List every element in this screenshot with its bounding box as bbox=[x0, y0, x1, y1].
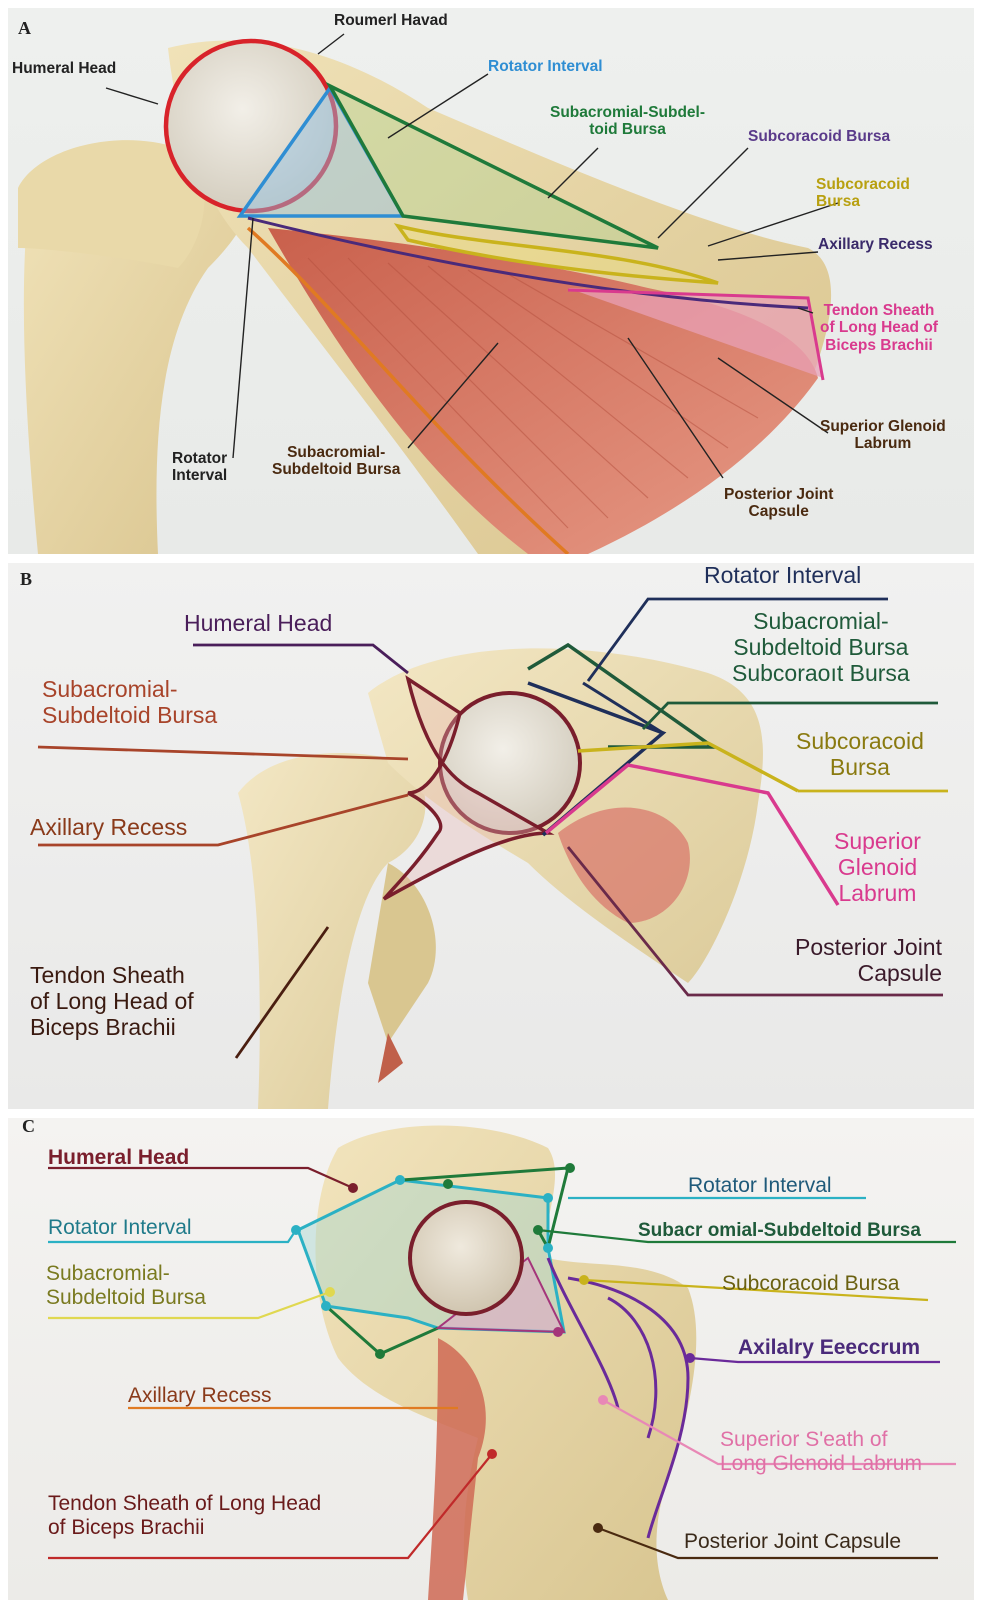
label-line: Biceps Brachii bbox=[820, 337, 938, 354]
label-subacromial-left: Subacromial- Subdeltoid Bursa bbox=[46, 1262, 206, 1309]
label-subacromial-low: Subacromial- Subdeltoid Bursa bbox=[272, 444, 400, 479]
label-line: of Biceps Brachii bbox=[48, 1516, 321, 1540]
label-top: Roumerl Havad bbox=[334, 12, 448, 29]
label-subacromial-right: Subacr omial-Subdeltoid Bursa bbox=[638, 1220, 921, 1241]
label-line: Tendon Sheath bbox=[820, 302, 938, 319]
label-axillary-recess: Axillary Recess bbox=[30, 815, 187, 841]
label-line: Subacromial- bbox=[732, 609, 910, 635]
label-tendon-sheath: Tendon Sheath of Long Head of Biceps Bra… bbox=[48, 1492, 321, 1539]
label-line: Subdeltoid Bursa bbox=[732, 635, 910, 661]
label-superior-glenoid: Superior Glenoid Labrum bbox=[834, 829, 921, 906]
label-line: Posterior Joint bbox=[724, 486, 833, 503]
panel-letter: B bbox=[20, 569, 32, 590]
panel-b: B Rotator Interval Humeral Head Subacrom… bbox=[8, 563, 974, 1109]
label-axilalry: Axilalry Eeeccrum bbox=[738, 1336, 920, 1360]
label-subcoracoid: Subcoracoid Bursa bbox=[796, 729, 924, 781]
label-humeral-head: Humeral Head bbox=[12, 60, 116, 77]
label-posterior-capsule: Posterior Joint Capsule bbox=[724, 486, 833, 521]
label-subcoracoid: Subcoracoid Bursa bbox=[722, 1272, 899, 1296]
panel-c: C Humeral Head Rotator Interval Rotator … bbox=[8, 1118, 974, 1600]
label-line: Subacromial- bbox=[46, 1262, 206, 1286]
label-line: Labrum bbox=[820, 435, 946, 452]
label-rotator-interval: Rotator Interval bbox=[488, 58, 603, 75]
label-subcoracoid-purple: Subcoracoid Bursa bbox=[748, 128, 890, 145]
label-line: Posterior Joint bbox=[766, 935, 942, 961]
label-line: Tendon Sheath bbox=[30, 963, 194, 989]
label-tendon-sheath: Tendon Sheath of Long Head of Biceps Bra… bbox=[30, 963, 194, 1040]
label-humeral-head: Humeral Head bbox=[48, 1146, 189, 1170]
label-line: Subacromial- bbox=[272, 444, 400, 461]
label-line: Subacromial-Subdel- bbox=[550, 104, 705, 121]
label-line: Labrum bbox=[834, 881, 921, 907]
label-humeral-head: Humeral Head bbox=[184, 611, 332, 637]
label-subacromial-left: Subacromial- Subdeltoid Bursa bbox=[42, 677, 217, 729]
label-line: Subacromial- bbox=[42, 677, 217, 703]
label-rotator-interval-right: Rotator Interval bbox=[688, 1174, 832, 1198]
label-line: Subcoraoıt Bursa bbox=[732, 661, 910, 687]
panel-a: A Roumerl Havad Humeral Head Rotator Int… bbox=[8, 8, 974, 554]
label-line: Tendon Sheath of Long Head bbox=[48, 1492, 321, 1516]
label-rotator-interval: Rotator Interval bbox=[704, 563, 861, 589]
label-superior-sheath: Superior S'eath of Long Glenoid Labrum bbox=[720, 1428, 922, 1475]
panel-letter: C bbox=[22, 1118, 35, 1137]
label-rotator-interval-left: Rotator Interval bbox=[48, 1216, 192, 1240]
label-line: Rotator bbox=[172, 450, 227, 467]
label-posterior-capsule: Posterior Joint Capsule bbox=[684, 1530, 901, 1554]
label-line: Subcoracoid bbox=[796, 729, 924, 755]
panel-letter: A bbox=[18, 18, 31, 39]
label-line: of Long Head of bbox=[30, 989, 194, 1015]
label-line: Superior S'eath of bbox=[720, 1428, 922, 1452]
label-line: Subdeltoid Bursa bbox=[42, 703, 217, 729]
label-posterior-capsule: Posterior Joint Capsule bbox=[766, 935, 942, 987]
label-line: Subcoracoid bbox=[816, 176, 910, 193]
label-line: of Long Head of bbox=[820, 319, 938, 336]
label-line: Bursa bbox=[796, 755, 924, 781]
panel-a-illustration bbox=[8, 8, 974, 554]
label-superior-glenoid: Superior Glenoid Labrum bbox=[820, 418, 946, 453]
label-tendon-sheath: Tendon Sheath of Long Head of Biceps Bra… bbox=[820, 302, 938, 354]
label-subacromial-right: Subacromial- Subdeltoid Bursa Subcoraoıt… bbox=[732, 609, 910, 686]
label-rotator-low: Rotator Interval bbox=[172, 450, 227, 485]
label-line: Glenoid bbox=[834, 855, 921, 881]
label-line: Capsule bbox=[724, 503, 833, 520]
label-line: Superior Glenoid bbox=[820, 418, 946, 435]
label-subcoracoid-yellow: Subcoracoid Bursa bbox=[816, 176, 910, 211]
label-line: Capsule bbox=[766, 961, 942, 987]
label-line: Biceps Brachii bbox=[30, 1015, 194, 1041]
label-line: Superior bbox=[834, 829, 921, 855]
label-line: Bursa bbox=[816, 193, 910, 210]
label-line: Interval bbox=[172, 467, 227, 484]
label-subacromial: Subacromial-Subdel- toid Bursa bbox=[550, 104, 705, 139]
label-line: Subdeltoid Bursa bbox=[46, 1286, 206, 1310]
label-line: Subdeltoid Bursa bbox=[272, 461, 400, 478]
label-axillary-recess: Axillary Recess bbox=[128, 1384, 272, 1408]
label-line: toid Bursa bbox=[550, 121, 705, 138]
label-line: Long Glenoid Labrum bbox=[720, 1452, 922, 1476]
label-axillary-recess: Axillary Recess bbox=[818, 236, 933, 253]
